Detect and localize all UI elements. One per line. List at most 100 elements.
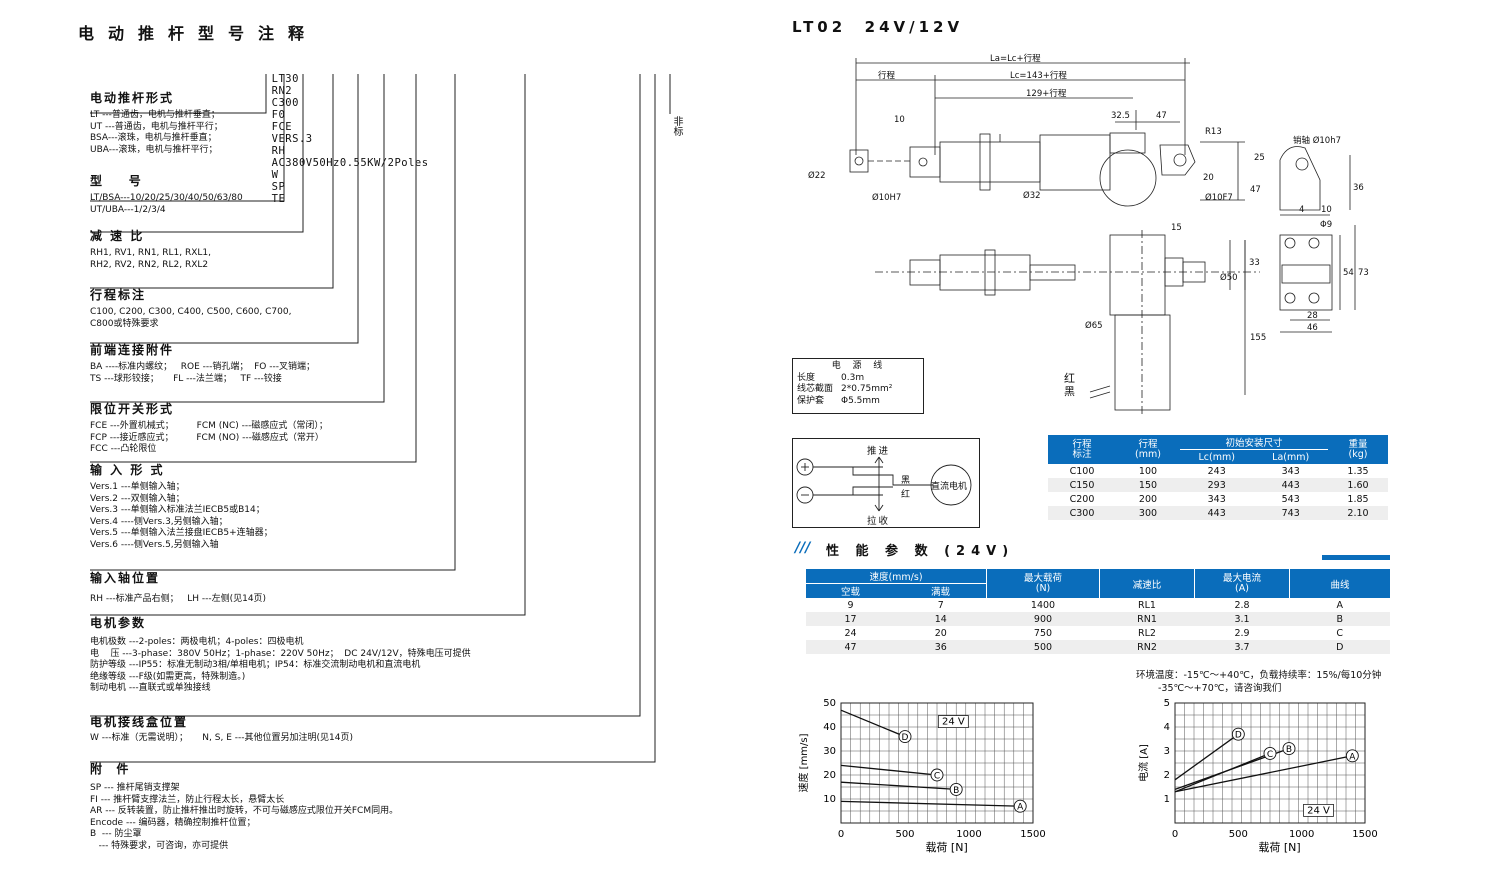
section-input-form: 输 入 形 式 Vers.1 ---单侧输入轴； Vers.2 ---双侧输入轴… xyxy=(90,461,273,551)
series-marker-C xyxy=(930,768,944,782)
series-label-B: B xyxy=(1286,745,1292,755)
right-page-title: LT02 24V/12V xyxy=(792,18,964,36)
x-tick-label: 0 xyxy=(838,829,844,840)
env-note-line: 环境温度：-15℃～+40℃，负载持续率：15%/每10分钟 xyxy=(1136,670,1382,681)
perf-col-header: 最大电流 (A) xyxy=(1194,569,1290,598)
y-tick-label: 20 xyxy=(823,770,836,781)
section-stroke: 行程标注 C100, C200, C300, C400, C500, C600,… xyxy=(90,286,291,330)
x-tick-label: 1500 xyxy=(1352,829,1377,840)
line: RH ---标准产品右侧； LH ---左侧(见14页) xyxy=(90,594,267,604)
dim-phi50: Ø50 xyxy=(1220,272,1238,283)
cell: 24 xyxy=(806,626,896,640)
perf-col-header: 速度(mm/s) xyxy=(806,569,987,584)
cell: 500 xyxy=(986,640,1100,654)
section-accessories: 附 件 SP --- 推杆尾销支撑架 FI --- 推杆臂支撑法兰，防止行程太长… xyxy=(90,760,398,852)
dim-20: 20 xyxy=(1203,173,1214,183)
cell: 243 xyxy=(1180,464,1254,478)
heading-accessories: 附 件 xyxy=(90,762,131,776)
y-tick-label: 5 xyxy=(1164,698,1170,709)
perf-sub-header: 满载 xyxy=(931,587,951,598)
y-tick-label: 30 xyxy=(823,746,836,757)
series-label-A: A xyxy=(1017,803,1024,813)
cable-label: 长度 xyxy=(797,372,816,383)
dim-lc: Lc=143+行程 xyxy=(1010,70,1067,81)
env-note-line: -35℃～+70℃，请咨询我们 xyxy=(1158,683,1282,694)
wiring-motor: 直流电机 xyxy=(931,482,968,492)
cell: 2.8 xyxy=(1194,598,1290,612)
leader-lines xyxy=(90,74,671,763)
cell: 100 xyxy=(1116,464,1180,478)
wiring-red: 红 xyxy=(901,490,911,500)
line: RH1, RV1, RN1, RL1, RXL1, xyxy=(90,248,212,258)
series-line-D xyxy=(1174,733,1239,781)
perf-marker-icon: /// xyxy=(795,540,811,556)
cell: 2.9 xyxy=(1194,626,1290,640)
line: LT/BSA---10/20/25/30/40/50/63/80 xyxy=(90,193,243,203)
perf-col-header: 曲线 xyxy=(1289,569,1390,598)
plot-frame xyxy=(1174,702,1366,824)
dim-phi65: Ø65 xyxy=(1085,320,1103,331)
line: B --- 防尘罩 xyxy=(90,829,142,839)
perf-title: 性 能 参 数 (24V) xyxy=(826,544,1015,559)
x-tick-label: 1000 xyxy=(1289,829,1314,840)
line: 防护等级 ---IP55：标准无制动3相/单相电机；IP54：标准交流制动电机和… xyxy=(90,660,421,670)
series-line-C xyxy=(1174,752,1271,793)
voltage-tag: 24 V xyxy=(1307,805,1330,816)
size-col-header: 重量 (kg) xyxy=(1348,438,1368,460)
section-limit-switch: 限位开关形式 FCE ---外置机械式； FCM (NC) ---磁感应式（常闭… xyxy=(90,400,328,456)
x-tick-label: 1500 xyxy=(1020,829,1045,840)
line: 电机极数 ---2-poles：两极电机；4-poles：四极电机 xyxy=(90,637,304,647)
cable-label: 线芯截面 xyxy=(797,384,834,394)
cell: C xyxy=(1289,626,1390,640)
dim-33: 33 xyxy=(1249,258,1260,268)
dim-phi9: Φ9 xyxy=(1320,220,1332,230)
wiring-svg xyxy=(796,456,972,512)
line: BA ----标准内螺纹； ROE ---销孔端； FO ---叉销端； xyxy=(90,362,315,372)
cell: 343 xyxy=(1180,492,1254,506)
line: Vers.5 ---单侧输入法兰接盘IECB5+连轴器； xyxy=(90,528,273,538)
dim-10b: 10 xyxy=(1321,205,1332,215)
line: C800或特殊要求 xyxy=(90,318,159,329)
line: SP --- 推杆尾销支撑架 xyxy=(90,783,180,793)
perf-table: 速度(mm/s) 最大载荷 (N) 减速比 最大电流 (A) 曲线 空载 满载 … xyxy=(806,569,1390,654)
line: RH2, RV2, RN2, RL2, RXL2 xyxy=(90,259,209,270)
line: 绝缘等级 ---F级(如需更高，特殊制造。) xyxy=(90,671,246,682)
dim-r13: R13 xyxy=(1205,127,1222,137)
code-te: TE xyxy=(271,193,286,205)
cell: 1.60 xyxy=(1328,478,1388,492)
dim-155: 155 xyxy=(1250,333,1266,343)
heading-front-attachment: 前端连接附件 xyxy=(90,343,175,357)
heading-stroke: 行程标注 xyxy=(90,288,147,302)
line: 电 压 ---3-phase：380V 50Hz；1-phase：220V 50… xyxy=(90,648,471,659)
dim-47b: 47 xyxy=(1250,185,1261,195)
cell: 543 xyxy=(1253,492,1328,506)
perf-title-bar xyxy=(1322,555,1390,560)
series-marker-B xyxy=(1282,742,1296,756)
perf-sub-header: 空载 xyxy=(841,587,861,598)
wiring-push: 推进 xyxy=(867,446,891,457)
cable-value: Φ5.5mm xyxy=(841,395,880,406)
code-sp: SP xyxy=(271,181,286,193)
series-label-A: A xyxy=(1349,752,1356,762)
cable-value: 0.3m xyxy=(841,372,865,383)
cell: RN2 xyxy=(1099,640,1195,654)
cell: 14 xyxy=(895,612,987,626)
heading-input-shaft: 输入轴位置 xyxy=(90,571,161,585)
cell: C300 xyxy=(1048,506,1116,520)
cell: C100 xyxy=(1048,464,1116,478)
series-label-B: B xyxy=(953,786,959,796)
cell: A xyxy=(1289,598,1390,612)
section-motor-params: 电机参数 电机极数 ---2-poles：两极电机；4-poles：四极电机 电… xyxy=(90,614,471,695)
line: UT/UBA---1/2/3/4 xyxy=(90,204,166,215)
x-tick-label: 0 xyxy=(1172,829,1178,840)
series-label-D: D xyxy=(1235,731,1242,741)
cell: C150 xyxy=(1048,478,1116,492)
y-tick-label: 1 xyxy=(1164,794,1170,805)
series-label-D: D xyxy=(902,733,909,743)
cell: RL2 xyxy=(1099,626,1195,640)
code-rn2: RN2 xyxy=(271,85,293,97)
code-f0: F0 xyxy=(271,109,286,121)
